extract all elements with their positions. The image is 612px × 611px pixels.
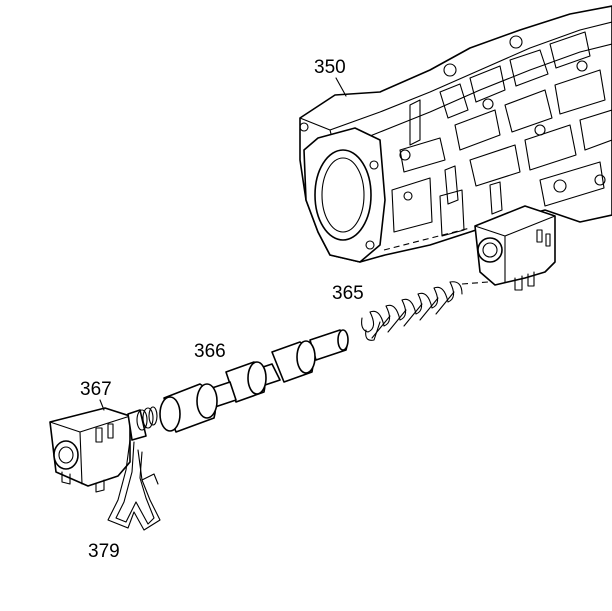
callout-365: 365 bbox=[332, 283, 364, 304]
leader-367 bbox=[99, 399, 105, 411]
alignment-line-1 bbox=[383, 227, 471, 251]
callout-379: 379 bbox=[88, 541, 120, 562]
solenoid-lower bbox=[49, 406, 158, 493]
callout-367: 367 bbox=[80, 379, 112, 400]
valve-body bbox=[299, 5, 612, 263]
callout-350: 350 bbox=[314, 57, 346, 78]
leader-350 bbox=[335, 77, 347, 97]
alignment-line-2 bbox=[461, 281, 489, 285]
spring bbox=[361, 281, 463, 341]
retaining-clip bbox=[107, 439, 161, 531]
callout-366: 366 bbox=[194, 341, 226, 362]
solenoid-upper bbox=[474, 205, 556, 291]
valve-spool bbox=[159, 329, 349, 433]
